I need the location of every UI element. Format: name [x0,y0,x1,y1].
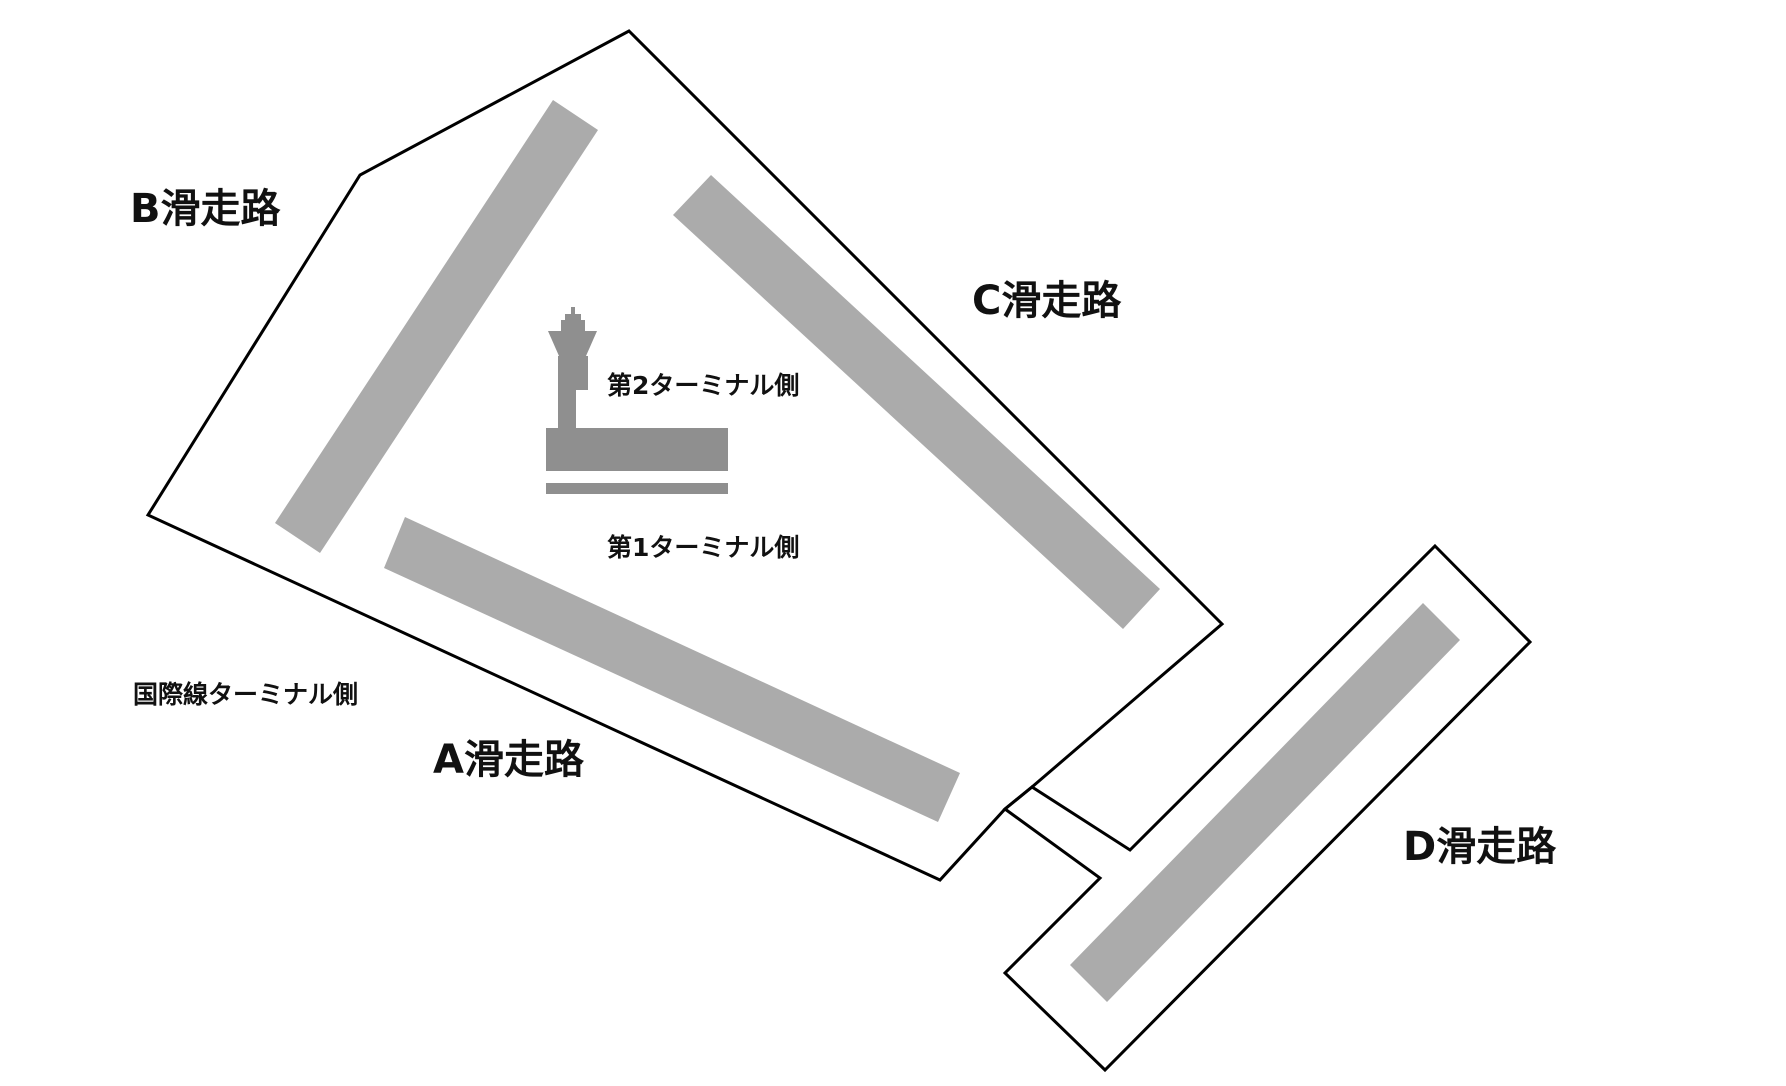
terminal-platform [546,483,728,494]
international-terminal-side-label: 国際線ターミナル側 [133,680,359,709]
airport-boundary-d-island [1002,543,1533,1073]
control-tower-icon [548,307,597,430]
runway-a-label: A滑走路 [433,737,584,783]
runway-d-label: D滑走路 [1403,824,1557,870]
terminal-building [546,428,728,471]
runway-b-strip [275,100,598,553]
airport-boundary-main [145,29,1225,882]
runway-d-strip [1070,603,1460,1002]
runway-b-label: B滑走路 [130,186,281,232]
runway-a-strip [384,517,960,822]
runway-c-strip [673,175,1160,629]
terminal1-side-label: 第1ターミナル側 [607,533,800,562]
terminal2-side-label: 第2ターミナル側 [607,371,800,400]
runway-c-label: C滑走路 [972,278,1122,324]
